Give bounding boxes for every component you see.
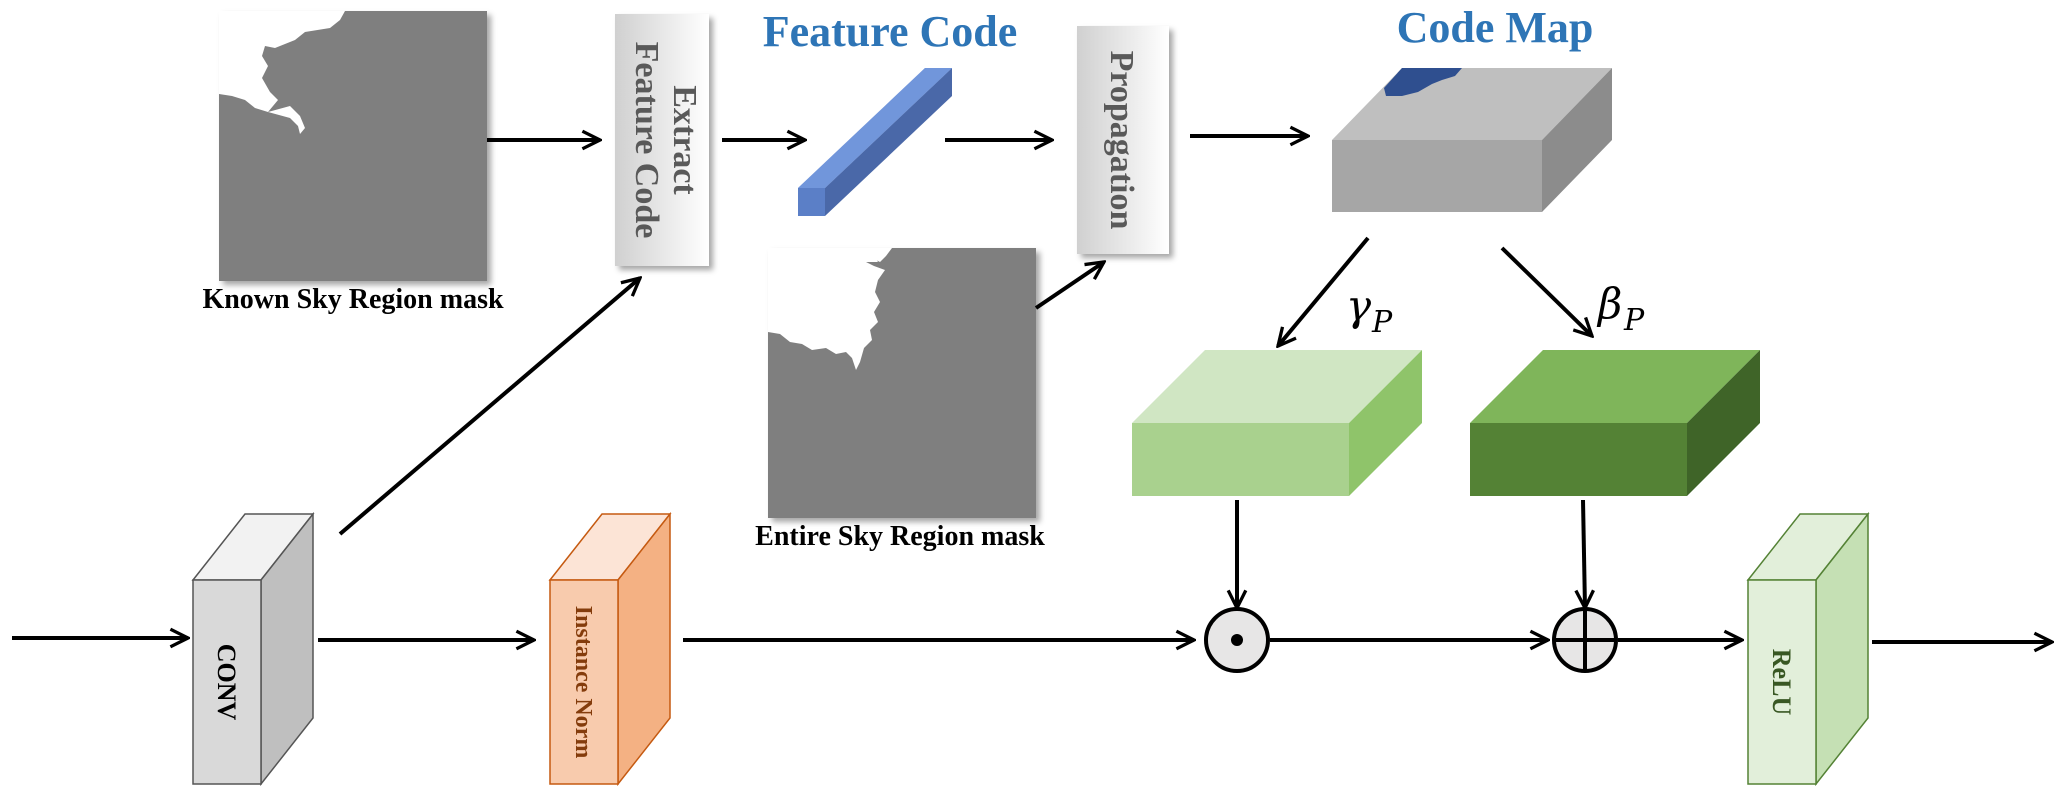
relu-block: ReLU: [1746, 511, 1870, 786]
beta-label: β P: [1596, 279, 1645, 338]
known-mask-caption: Known Sky Region mask: [202, 284, 504, 315]
code-map-title: Code Map: [1397, 3, 1594, 52]
entire-sky-white-region: [768, 248, 892, 370]
conv-label: CONV: [212, 644, 241, 721]
beta-symbol: β: [1596, 279, 1622, 328]
gamma-subscript: P: [1371, 305, 1393, 340]
multiply-operator: [1204, 607, 1270, 673]
feature-code-bar: [798, 68, 952, 216]
arrow-codemap-to-gamma: [1278, 236, 1370, 346]
conv-block: CONV: [191, 511, 315, 786]
arrow-conv-to-extract: [338, 278, 640, 536]
entire-mask-caption: Entire Sky Region mask: [755, 521, 1045, 552]
instance-norm-label: Instance Norm: [570, 606, 596, 759]
gamma-label: γ P: [1346, 281, 1393, 340]
beta-box: [1470, 350, 1760, 496]
extract-label-line1: Extract: [666, 85, 703, 195]
gamma-symbol: γ: [1346, 281, 1372, 330]
relu-label: ReLU: [1767, 649, 1796, 716]
propagation-block: Propagation: [1077, 26, 1169, 254]
propagation-label: Propagation: [1103, 51, 1140, 230]
arrow-entire-to-propagation: [1034, 262, 1104, 310]
arrow-codemap-to-beta: [1500, 246, 1592, 336]
beta-subscript: P: [1623, 303, 1645, 338]
gamma-box: [1132, 350, 1422, 496]
known-sky-mask: Known Sky Region mask: [202, 11, 504, 315]
known-sky-white-region: [219, 11, 345, 134]
arrow-beta-to-add: [1583, 499, 1585, 608]
code-map-blue-region: [1384, 68, 1462, 96]
instance-norm-block: Instance Norm: [548, 511, 672, 786]
multiply-dot: [1231, 634, 1243, 646]
add-operator: [1552, 607, 1618, 673]
code-map-box: [1332, 68, 1612, 212]
extract-feature-code-block: Extract Feature Code: [615, 14, 709, 266]
feature-code-title: Feature Code: [763, 7, 1018, 56]
extract-label-line2: Feature Code: [628, 42, 665, 239]
entire-sky-mask: Entire Sky Region mask: [755, 248, 1045, 552]
